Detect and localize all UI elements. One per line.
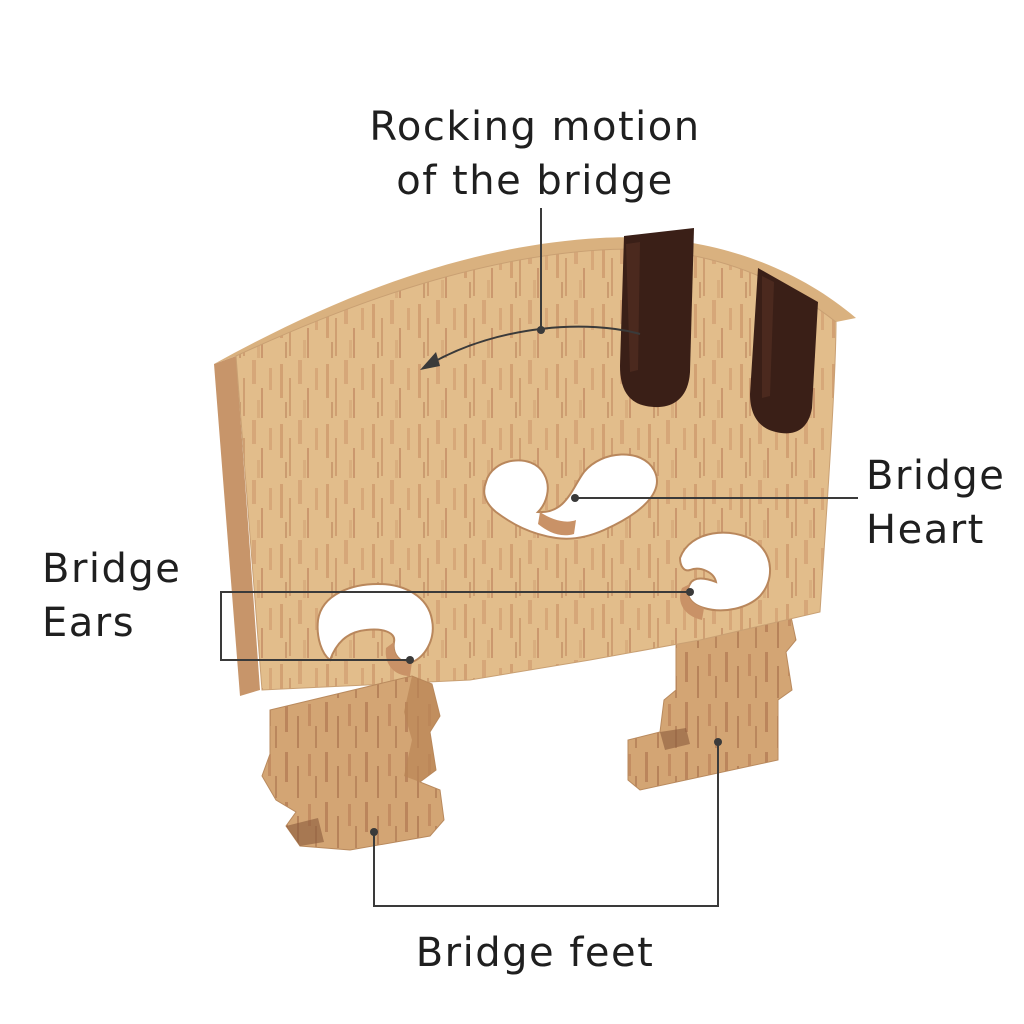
rocking-motion-label: Rocking motion of the bridge xyxy=(300,100,770,208)
feet-callout xyxy=(370,738,722,907)
bridge-heart-cutout xyxy=(483,453,658,540)
bridge-right-foot xyxy=(627,603,797,791)
ears-callout xyxy=(220,588,694,664)
ears-label-line1: Bridge xyxy=(42,546,182,592)
feet-label-text: Bridge feet xyxy=(415,930,655,976)
rocking-motion-callout xyxy=(420,208,641,370)
ebony-inlay-left xyxy=(620,228,694,408)
heart-callout xyxy=(571,494,858,502)
ebony-inlay-right xyxy=(750,268,818,434)
rocking-arrow-head xyxy=(420,352,440,370)
bridge-heart-label: Bridge Heart xyxy=(866,449,1005,557)
bridge-ears-label: Bridge Ears xyxy=(42,542,181,650)
rocking-label-line2: of the bridge xyxy=(396,158,674,204)
bridge-feet-label: Bridge feet xyxy=(300,926,770,980)
rocking-label-line1: Rocking motion xyxy=(369,104,701,150)
ears-label-line2: Ears xyxy=(42,600,136,646)
heart-label-line1: Bridge xyxy=(866,453,1006,499)
rocking-dot xyxy=(537,326,545,334)
bridge-left-foot xyxy=(261,675,445,851)
heart-label-line2: Heart xyxy=(866,507,985,553)
